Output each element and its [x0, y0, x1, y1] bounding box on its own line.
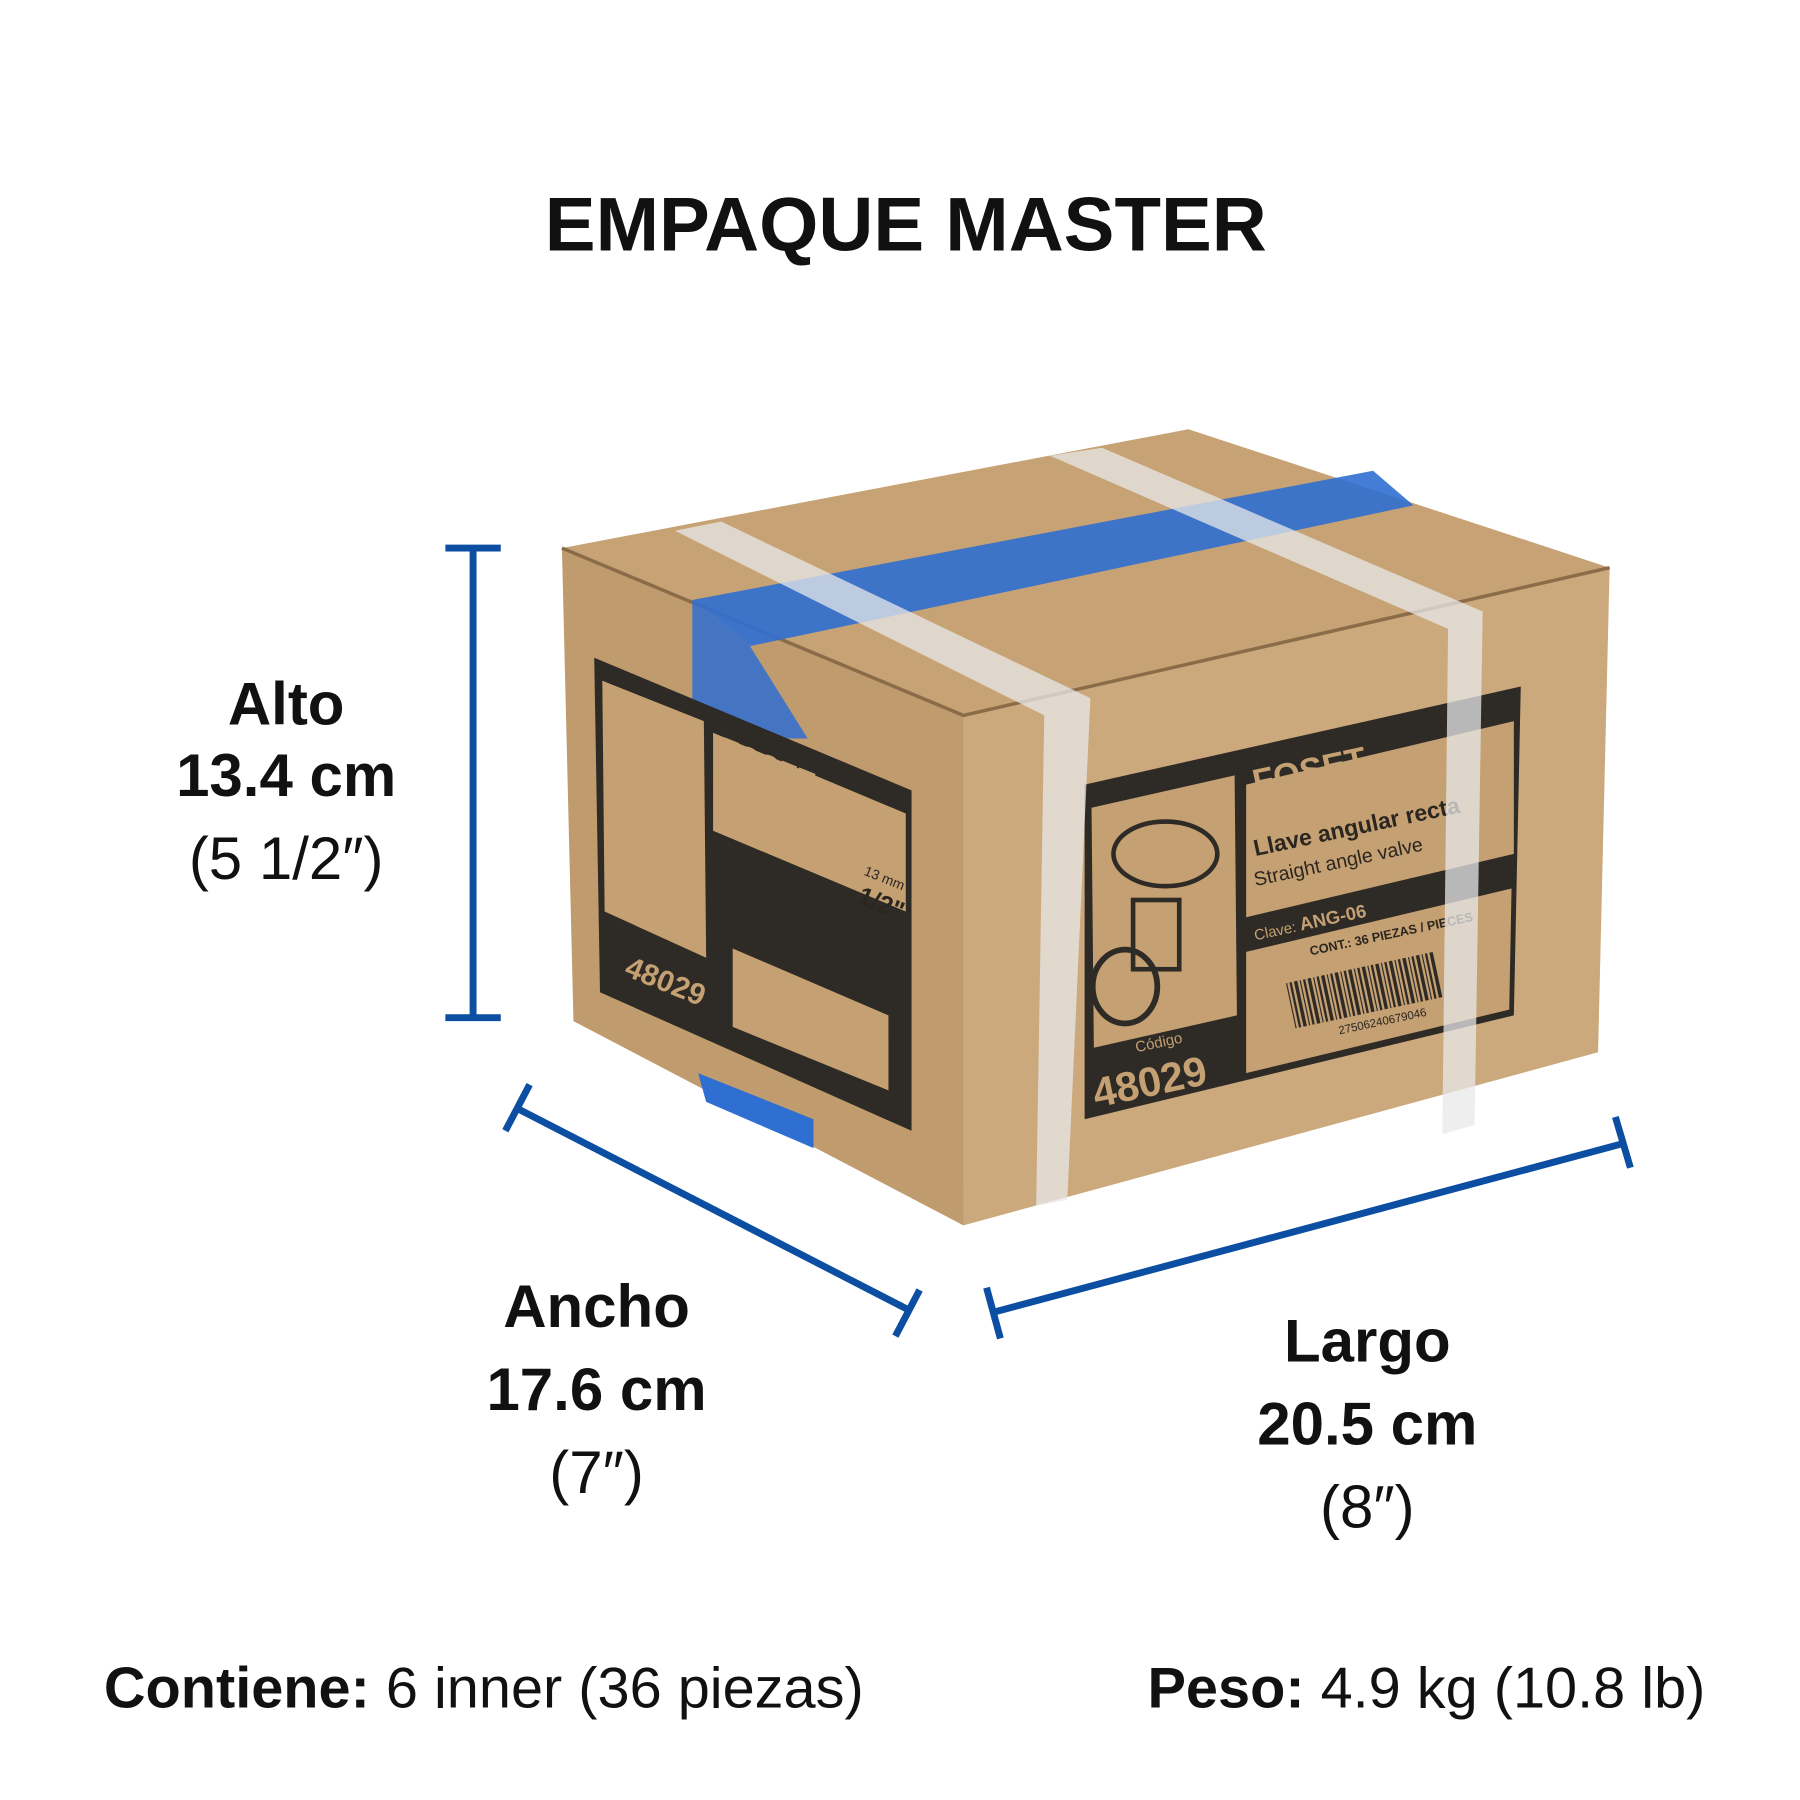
- barcode-bar: [1384, 961, 1397, 1008]
- svg-text:17.6 cm: 17.6 cm: [486, 1356, 706, 1423]
- barcode-bar: [1429, 952, 1443, 998]
- svg-text:20.5 cm: 20.5 cm: [1257, 1391, 1477, 1458]
- svg-text:Alto: Alto: [228, 671, 345, 738]
- barcode-bar: [1307, 977, 1321, 1024]
- barcode-bar: [1293, 980, 1307, 1027]
- weight-info: Peso: 4.9 kg (10.8 lb): [1147, 1657, 1705, 1721]
- dimension-lines: [445, 544, 1634, 1340]
- barcode-bar: [1326, 974, 1338, 1020]
- svg-text:Largo: Largo: [1284, 1308, 1451, 1375]
- barcode-bar: [1424, 953, 1437, 999]
- barcode-bar: [1357, 967, 1369, 1014]
- barcode-bar: [1361, 966, 1375, 1013]
- barcode-bar: [1411, 956, 1424, 1002]
- barcode-bar: [1415, 954, 1429, 1001]
- barcode-bar: [1330, 973, 1342, 1019]
- barcode-bar: [1348, 969, 1362, 1016]
- barcode-bar: [1388, 960, 1402, 1007]
- svg-text:Ancho: Ancho: [503, 1273, 690, 1340]
- barcode-bar: [1313, 977, 1324, 1023]
- svg-text:(5 1/2″): (5 1/2″): [189, 825, 384, 892]
- page-title: EMPAQUE MASTER: [545, 182, 1267, 267]
- barcode-bar: [1421, 954, 1433, 1000]
- barcode-bar: [1343, 970, 1356, 1017]
- barcode-bar: [1320, 975, 1334, 1021]
- barcode-bar: [1375, 963, 1389, 1010]
- barcode-bar: [1402, 957, 1416, 1004]
- barcode-bar: [1407, 957, 1419, 1003]
- master-box: FOSET 13 mm 1/2" 48029 FOSET Llave angul…: [561, 429, 1611, 1226]
- barcode-bar: [1286, 982, 1297, 1029]
- barcode-bar: [1394, 959, 1406, 1006]
- svg-text:(8″): (8″): [1320, 1474, 1415, 1541]
- dimension-ancho: Ancho 17.6 cm (7″): [486, 1273, 706, 1506]
- contents-info: Contiene: 6 inner (36 piezas): [104, 1657, 864, 1721]
- barcode-bar: [1299, 980, 1311, 1026]
- barcode-bar: [1289, 981, 1302, 1028]
- barcode-bar: [1334, 972, 1348, 1019]
- svg-text:(7″): (7″): [549, 1439, 644, 1506]
- barcode-bar: [1370, 964, 1383, 1011]
- barcode-bar: [1340, 971, 1351, 1017]
- barcode-bar: [1302, 979, 1315, 1025]
- strap: [675, 521, 1091, 1206]
- dimension-largo: Largo 20.5 cm (8″): [1257, 1308, 1477, 1541]
- barcode-bar: [1316, 976, 1329, 1022]
- barcode-bar: [1353, 968, 1365, 1014]
- barcode-bar: [1397, 958, 1410, 1005]
- barcode-bar: [1367, 965, 1378, 1012]
- barcode-bar: [1380, 962, 1392, 1009]
- dimension-alto: Alto 13.4 cm (5 1/2″): [176, 671, 396, 893]
- svg-text:13.4 cm: 13.4 cm: [176, 742, 396, 809]
